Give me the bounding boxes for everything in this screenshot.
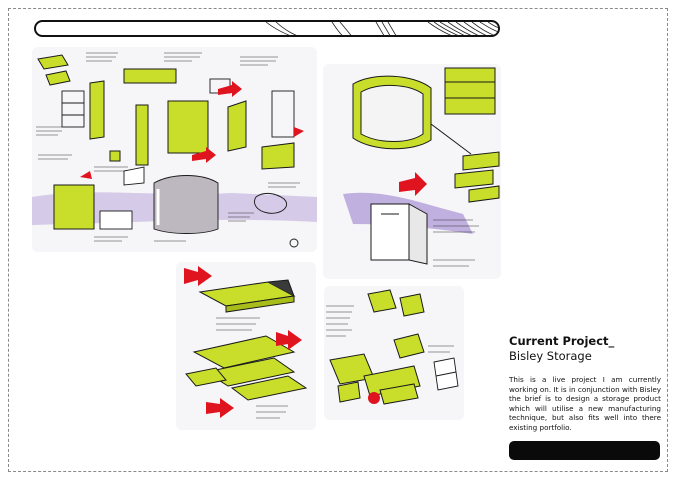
folded-panel-sketch — [324, 286, 464, 420]
page-frame — [8, 8, 668, 472]
project-title-block: Current Project_ Bisley Storage — [509, 334, 661, 364]
project-subtitle: Bisley Storage — [509, 349, 592, 363]
shelf-assembly-sketch — [176, 262, 316, 430]
concept-sketch-sheet — [32, 47, 317, 252]
project-description: This is a live project I am currently wo… — [509, 375, 661, 432]
footer-bar — [509, 441, 660, 460]
cabinet-sketch-sheet — [323, 64, 501, 279]
project-title: Current Project_ — [509, 334, 615, 348]
header-sketch-banner — [34, 20, 500, 37]
